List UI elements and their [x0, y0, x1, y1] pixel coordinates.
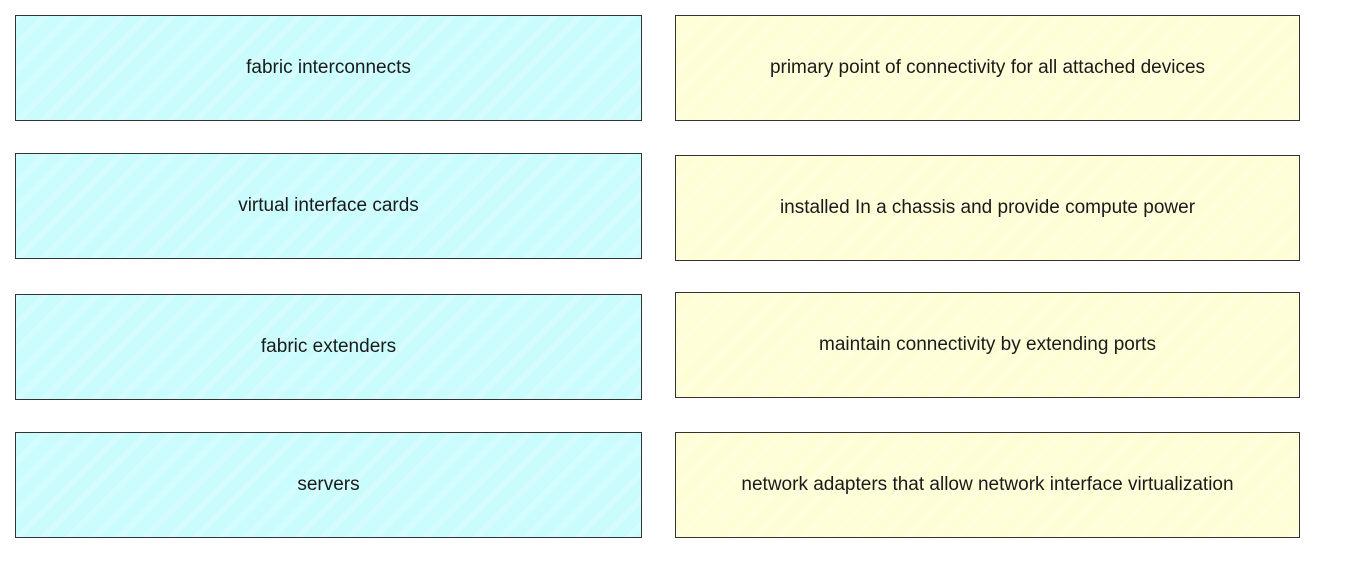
description-box-4[interactable]: network adapters that allow network inte…	[675, 432, 1300, 538]
description-box-3[interactable]: maintain connectivity by extending ports	[675, 292, 1300, 398]
term-label: fabric interconnects	[246, 57, 411, 78]
term-box-4[interactable]: servers	[15, 432, 642, 538]
description-label: installed In a chassis and provide compu…	[779, 197, 1196, 218]
term-label: fabric extenders	[260, 336, 397, 357]
term-label: virtual interface cards	[238, 195, 419, 216]
description-box-1[interactable]: primary point of connectivity for all at…	[675, 15, 1300, 121]
term-box-3[interactable]: fabric extenders	[15, 294, 642, 400]
description-label: primary point of connectivity for all at…	[769, 57, 1206, 78]
term-box-2[interactable]: virtual interface cards	[15, 153, 642, 259]
term-label: servers	[297, 474, 360, 495]
description-box-2[interactable]: installed In a chassis and provide compu…	[675, 155, 1300, 261]
description-label: network adapters that allow network inte…	[741, 474, 1234, 495]
description-label: maintain connectivity by extending ports	[819, 334, 1156, 355]
term-box-1[interactable]: fabric interconnects	[15, 15, 642, 121]
